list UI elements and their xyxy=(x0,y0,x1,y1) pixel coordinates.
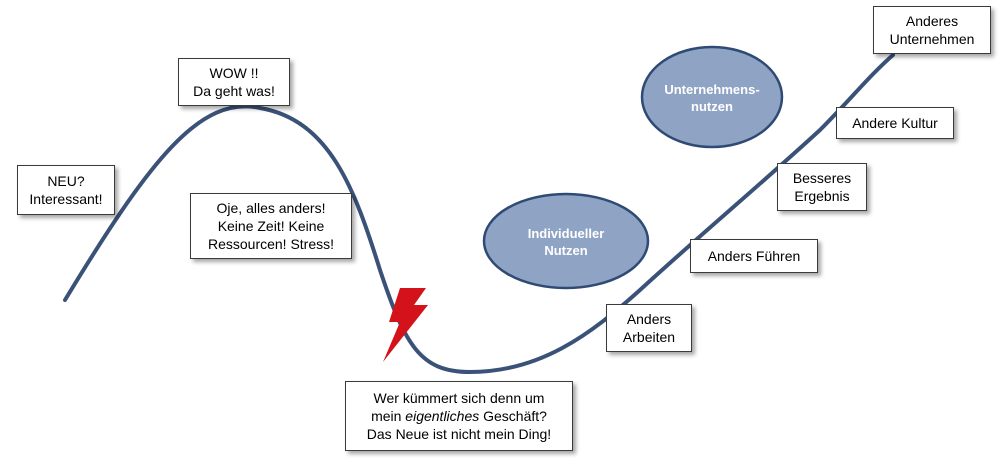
label-besseres-ergebnis-line-2: Ergebnis xyxy=(794,188,850,204)
change-curve-line xyxy=(63,53,895,375)
label-andere-kultur: Andere Kultur xyxy=(836,107,954,139)
label-anderes-unternehmen-line-2: Unternehmen xyxy=(889,31,975,47)
label-neu-interessant: NEU? Interessant! xyxy=(17,165,115,215)
lightning-bolt-icon xyxy=(383,288,428,362)
label-anders-fuehren: Anders Führen xyxy=(690,239,818,273)
label-anders-arbeiten-line-1: Anders xyxy=(626,311,672,327)
label-oje-line-3: Ressourcen! Stress! xyxy=(207,236,335,252)
label-oje-stress: Oje, alles anders! Keine Zeit! Keine Res… xyxy=(190,193,352,259)
label-neu-line-1: NEU? xyxy=(47,173,85,189)
label-eigentliches-geschaeft: Wer kümmert sich denn um mein eigentlich… xyxy=(345,381,573,451)
label-oje-line-1: Oje, alles anders! xyxy=(216,200,326,216)
label-neu-line-2: Interessant! xyxy=(29,191,103,207)
label-besseres-ergebnis: Besseres Ergebnis xyxy=(777,163,867,211)
label-anderes-unternehmen-line-1: Anderes xyxy=(905,13,959,29)
individueller-nutzen-label: Individueller Nutzen xyxy=(506,225,626,259)
individueller-nutzen-line-2: Nutzen xyxy=(544,243,588,258)
individueller-nutzen-line-1: Individueller xyxy=(527,226,605,241)
label-bottom-line-2-prefix: mein xyxy=(371,408,406,424)
unternehmensnutzen-oval xyxy=(640,45,784,149)
label-wow: WOW !! Da geht was! xyxy=(178,58,290,106)
label-bottom-line-1: Wer kümmert sich denn um xyxy=(373,390,545,406)
label-besseres-ergebnis-line-1: Besseres xyxy=(792,170,852,186)
label-bottom-line-2: mein eigentliches Geschäft? xyxy=(371,407,547,425)
label-anders-fuehren-line-1: Anders Führen xyxy=(707,248,801,264)
individueller-nutzen-oval xyxy=(482,192,650,290)
label-andere-kultur-line-1: Andere Kultur xyxy=(852,115,938,131)
label-oje-line-2: Keine Zeit! Keine xyxy=(217,218,325,234)
label-anderes-unternehmen: Anderes Unternehmen xyxy=(873,6,991,54)
unternehmensnutzen-label: Unternehmens- nutzen xyxy=(652,81,772,115)
label-bottom-line-2-italic: eigentliches xyxy=(405,408,480,424)
unternehmensnutzen-line-1: Unternehmens- xyxy=(664,82,760,97)
label-wow-line-2: Da geht was! xyxy=(193,83,275,99)
label-anders-arbeiten-line-2: Arbeiten xyxy=(622,329,676,345)
label-bottom-line-3: Das Neue ist nicht mein Ding! xyxy=(366,426,552,442)
label-anders-arbeiten: Anders Arbeiten xyxy=(606,304,692,352)
label-bottom-line-2-suffix: Geschäft? xyxy=(479,408,547,424)
unternehmensnutzen-line-2: nutzen xyxy=(691,99,733,114)
label-wow-line-1: WOW !! xyxy=(209,65,259,81)
